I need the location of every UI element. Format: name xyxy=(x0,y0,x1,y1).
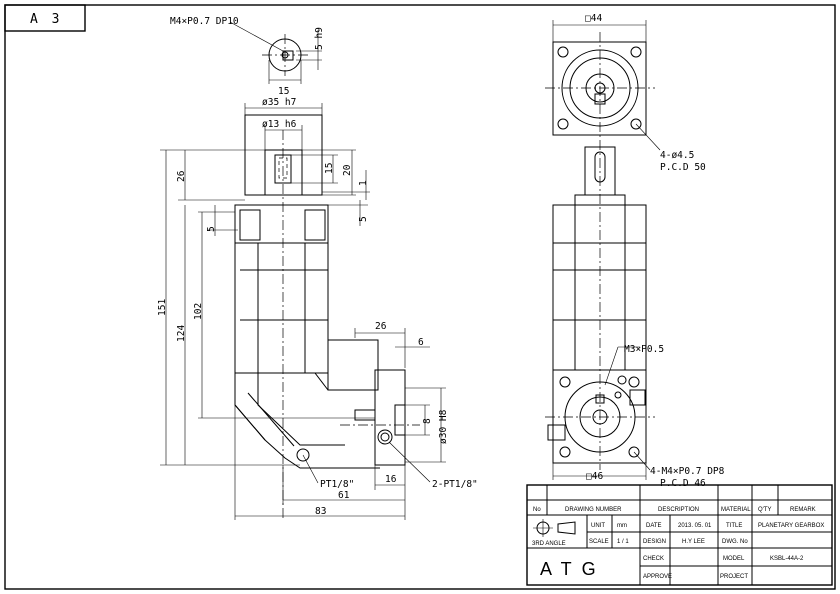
unit-label: UNIT xyxy=(591,523,605,529)
overall-width-dim: 83 xyxy=(315,506,326,517)
model-label: MODEL xyxy=(723,556,745,562)
front-view: ø35 h7 ø13 h6 15 20 1 5 xyxy=(157,97,478,520)
design-label: DESIGN xyxy=(643,539,666,545)
hdr-drawing: DRAWING NUMBER xyxy=(565,507,622,513)
input-bore-dim: ø30 H8 xyxy=(438,409,449,444)
key-height-dim: 5 h9 xyxy=(314,27,325,50)
hdr-qty: Q'TY xyxy=(758,507,771,513)
base-square-dim: □46 xyxy=(586,471,603,482)
bore-depth-dim: 8 xyxy=(422,418,433,424)
pilot-dim: 5 xyxy=(358,216,369,222)
flange-diameter-dim: ø35 h7 xyxy=(262,97,296,108)
m4-holes-label: 4-M4×P0.7 DP8 xyxy=(650,466,725,477)
body-height-dim: 124 xyxy=(176,325,187,342)
input-offset-dim: 26 xyxy=(375,321,387,332)
scale-value: 1 / 1 xyxy=(617,539,629,545)
key-width-dim: 15 xyxy=(278,86,289,97)
side-view: □44 4-ø4.5 P.C.D 50 M3×P0.5 xyxy=(545,13,725,489)
company-logo: ATG xyxy=(540,559,606,579)
sheet-border xyxy=(4,4,836,590)
model-value: KSBL-44A-2 xyxy=(770,556,804,562)
hdr-desc: DESCRIPTION xyxy=(658,507,699,513)
m3-label: M3×P0.5 xyxy=(624,344,664,355)
date-label: DATE xyxy=(646,523,662,529)
unit-value: mm xyxy=(617,523,627,529)
scale-label: SCALE xyxy=(589,539,609,545)
pcd50-label: P.C.D 50 xyxy=(660,162,706,173)
ports-label: 2-PT1/8" xyxy=(432,479,478,490)
shaft-diameter-dim: ø13 h6 xyxy=(262,119,297,130)
approve-label: APPROVE xyxy=(643,574,672,580)
flange-thickness-dim: 5 xyxy=(206,226,217,232)
sheet-size-box xyxy=(4,4,86,32)
title-label: TITLE xyxy=(726,523,742,529)
shaft-length-dim: 20 xyxy=(342,164,353,176)
key-length-dim: 15 xyxy=(324,163,335,174)
sheet-size: A 3 xyxy=(30,12,62,27)
pcd46-label: P.C.D 46 xyxy=(660,478,706,489)
input-height-dim: 102 xyxy=(193,303,204,320)
port-label: PT1/8" xyxy=(320,479,354,490)
title-block: No DRAWING NUMBER DESCRIPTION MATERIAL Q… xyxy=(526,484,833,586)
title-value: PLANETARY GEARBOX xyxy=(758,523,824,529)
design-value: H.Y LEE xyxy=(682,539,705,545)
project-label: PROJECT xyxy=(720,574,748,580)
projection-angle: 3RD ANGLE xyxy=(532,541,566,547)
shaft-end-view: M4×P0.7 DP10 5 h9 15 xyxy=(170,16,325,97)
overall-height-dim: 151 xyxy=(157,299,168,316)
hdr-material: MATERIAL xyxy=(721,507,751,513)
holes-label: 4-ø4.5 xyxy=(660,150,694,161)
input-position-dim: 61 xyxy=(338,490,350,501)
hdr-remark: REMARK xyxy=(790,507,816,513)
dwg-label: DWG. No xyxy=(722,539,748,545)
thread-label: M4×P0.7 DP10 xyxy=(170,16,239,27)
flange-square-dim: □44 xyxy=(585,13,602,24)
date-value: 2013. 05. 01 xyxy=(678,523,712,529)
input-step-dim: 6 xyxy=(418,337,424,348)
input-width-dim: 16 xyxy=(385,474,397,485)
shoulder-dim: 1 xyxy=(358,180,369,186)
shaft-extension-dim: 26 xyxy=(176,170,187,182)
check-label: CHECK xyxy=(643,556,664,562)
hdr-no: No xyxy=(533,507,541,513)
